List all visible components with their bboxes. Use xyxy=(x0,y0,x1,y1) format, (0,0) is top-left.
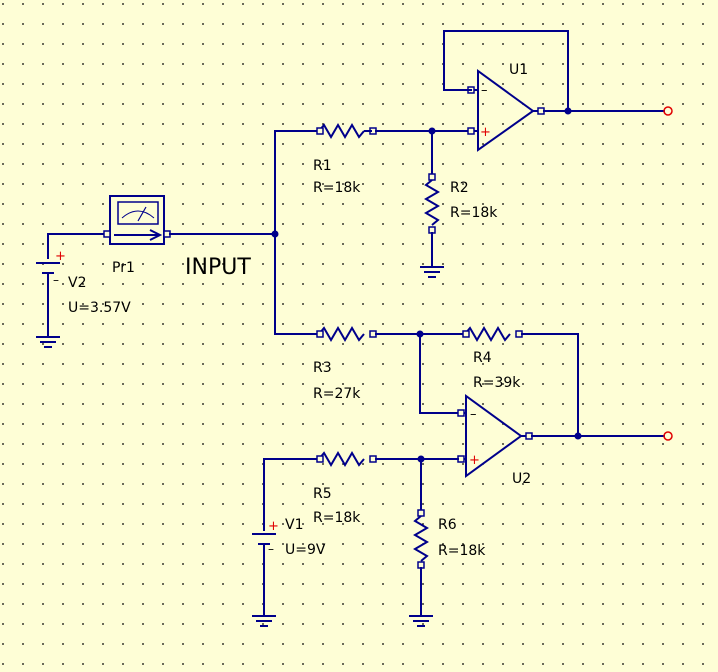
label-R2-value: R=18k xyxy=(450,205,498,221)
label-R5-name: R5 xyxy=(313,486,332,502)
label-R6-value: R=18k xyxy=(438,543,486,559)
source-V1[interactable]: + – xyxy=(252,458,279,615)
source-V2[interactable]: + – xyxy=(36,233,66,336)
label-R2-name: R2 xyxy=(450,180,469,196)
svg-text:+: + xyxy=(55,249,66,264)
ground-R2 xyxy=(420,266,444,278)
svg-text:–: – xyxy=(470,407,477,422)
resistor-R2[interactable] xyxy=(424,130,440,266)
label-R3-name: R3 xyxy=(313,360,332,376)
label-V2-value: U=3.57V xyxy=(68,300,131,316)
label-R4-value: R=39k xyxy=(473,375,521,391)
svg-text:+: + xyxy=(469,453,480,468)
label-V1-value: U=9V xyxy=(285,542,326,558)
label-Pr1: Pr1 xyxy=(112,260,135,276)
label-R5-value: R=18k xyxy=(313,510,361,526)
ground-V1 xyxy=(252,615,276,627)
label-R6-name: R6 xyxy=(438,517,457,533)
label-V1-name: V1 xyxy=(285,517,303,533)
label-R4-name: R4 xyxy=(473,350,492,366)
svg-text:–: – xyxy=(53,273,59,287)
ammeter-Pr1[interactable] xyxy=(103,195,171,245)
label-input-net: INPUT xyxy=(185,255,251,280)
ground-V2 xyxy=(36,336,60,348)
label-R1-name: R1 xyxy=(313,158,332,174)
label-V2-name: V2 xyxy=(68,275,86,291)
svg-text:+: + xyxy=(480,125,491,140)
output-port-U2[interactable] xyxy=(663,431,673,441)
resistor-R6[interactable] xyxy=(413,458,429,615)
svg-text:–: – xyxy=(481,83,488,98)
ground-R6 xyxy=(409,615,433,627)
label-U1: U1 xyxy=(509,62,528,78)
label-U2: U2 xyxy=(512,471,531,487)
resistor-R4[interactable] xyxy=(462,326,523,342)
output-port-U1[interactable] xyxy=(663,106,673,116)
label-R3-value: R=27k xyxy=(313,386,361,402)
label-R1-value: R=18k xyxy=(313,180,361,196)
svg-text:–: – xyxy=(268,542,274,556)
resistor-R1[interactable] xyxy=(316,123,377,139)
svg-text:+: + xyxy=(268,519,279,534)
